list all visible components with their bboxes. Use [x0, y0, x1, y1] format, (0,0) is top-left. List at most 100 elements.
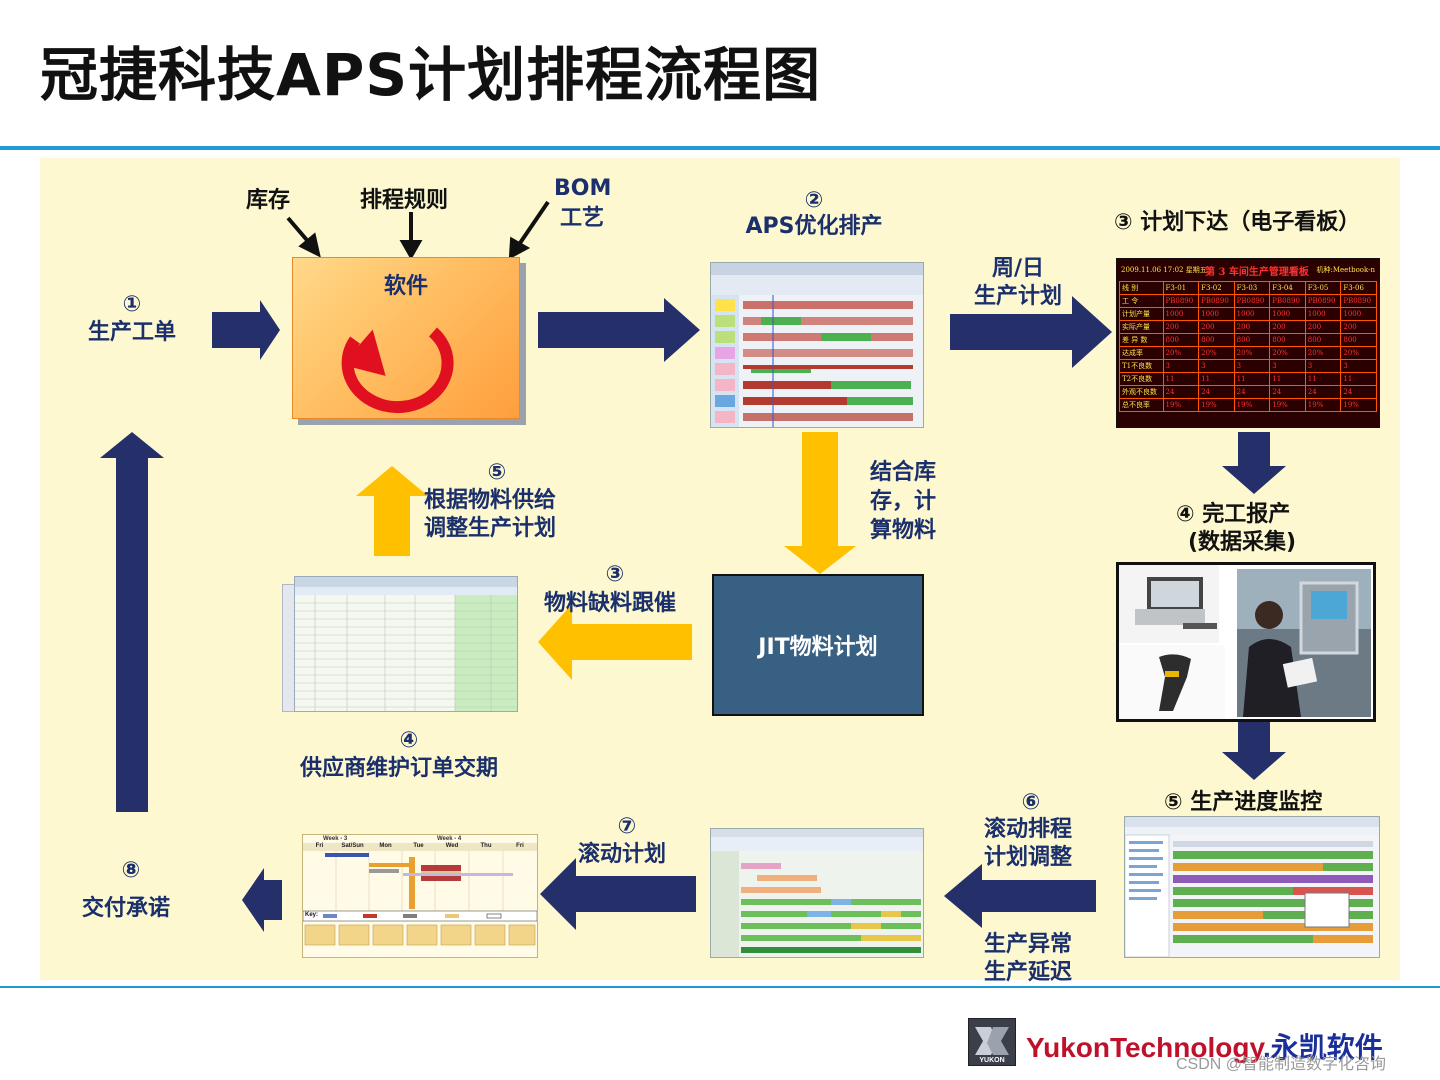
- kanban-cell: 11: [1340, 372, 1377, 386]
- supplier-sheet-screenshot: [282, 576, 518, 712]
- weekly-calendar-graphic: [303, 851, 537, 946]
- kanban-cell: 11: [1233, 372, 1271, 386]
- kanban-col: F3-03: [1233, 281, 1271, 295]
- shortage-num: ③: [605, 562, 625, 587]
- kanban-cell: 计划产量: [1119, 307, 1164, 321]
- jit-plan-box: JIT物料计划: [712, 574, 924, 716]
- day-cell: Fri: [315, 843, 324, 849]
- watermark: CSDN @智能制造数字化咨询: [1176, 1056, 1387, 1073]
- kanban-cell: 差 异 数: [1119, 333, 1164, 347]
- kanban-cell: 3: [1269, 359, 1306, 373]
- company-name-en: YukonTechnology: [1026, 1032, 1263, 1063]
- kanban-cell: 3: [1304, 359, 1342, 373]
- kanban-cell: 200: [1162, 320, 1200, 334]
- aps-num: ②: [804, 188, 824, 213]
- delivery-label: 交付承诺: [82, 896, 171, 921]
- data-collection-photos: [1116, 562, 1376, 722]
- day-header: Fri Sat/Sun Mon Tue Wed Thu Fri: [303, 843, 537, 851]
- kanban-cell: 20%: [1340, 346, 1377, 360]
- photo-graphics: [1119, 565, 1371, 719]
- kanban-cell: 200: [1198, 320, 1235, 334]
- kanban-cell: 200: [1269, 320, 1306, 334]
- kanban-cell: 1000: [1198, 307, 1235, 321]
- kanban-table: 线 别 F3-01 F3-02 F3-03 F3-04 F3-05 F3-06 …: [1119, 281, 1377, 412]
- bom-arrowhead: [508, 236, 531, 260]
- material-calc-line2: 存，计: [870, 489, 937, 514]
- kanban-cell: 外观不良数: [1119, 385, 1164, 399]
- kanban-cell: 24: [1198, 385, 1235, 399]
- day-cell: Mon: [379, 843, 392, 849]
- kanban-cell: 19%: [1162, 398, 1200, 412]
- arrow-completion-down: [1222, 722, 1286, 780]
- kanban-cell: PB0890: [1233, 294, 1271, 308]
- shortage-label: 物料缺料跟催: [544, 591, 677, 616]
- day-cell: Sat/Sun: [341, 843, 364, 849]
- worker-figure: [1243, 639, 1301, 717]
- arrow-software-to-aps: [538, 298, 700, 362]
- kanban-header-row: 线 别 F3-01 F3-02 F3-03 F3-04 F3-05 F3-06: [1119, 281, 1377, 295]
- arrow-delivery-up: [100, 432, 164, 812]
- kanban-cell: 3: [1340, 359, 1377, 373]
- kanban-title: 第 3 车间生产管理看板: [1205, 267, 1309, 278]
- rules-label: 排程规则: [360, 188, 449, 213]
- exceptions-line2: 生产延迟: [984, 960, 1073, 985]
- arrow-kanban-down: [1222, 432, 1286, 494]
- day-cell: Wed: [445, 843, 459, 849]
- bom-label: BOM: [554, 176, 612, 201]
- software-box: 软件: [292, 257, 520, 419]
- kanban-cell: 11: [1198, 372, 1235, 386]
- weekly-daily-line1: 周/日: [991, 256, 1045, 281]
- kanban-cell: T1不良数: [1119, 359, 1164, 373]
- title-divider: [0, 146, 1440, 150]
- kanban-cell: 1000: [1233, 307, 1271, 321]
- exceptions-line1: 生产异常: [984, 932, 1073, 957]
- kanban-cell: 11: [1269, 372, 1306, 386]
- kanban-cell: 20%: [1269, 346, 1306, 360]
- kanban-cell: 1000: [1162, 307, 1200, 321]
- kanban-cell: PB0890: [1162, 294, 1200, 308]
- cycle-icon: [341, 327, 454, 414]
- monitor-label: ⑤ 生产进度监控: [1164, 790, 1323, 815]
- arrow-adjust-up: [356, 466, 428, 556]
- yukon-logo-graphic: [975, 1027, 1009, 1055]
- adjust-num: ⑤: [487, 460, 507, 485]
- kanban-cell: 19%: [1198, 398, 1235, 412]
- sheet-front-page: [294, 576, 518, 712]
- kanban-col: 线 别: [1119, 281, 1164, 295]
- kanban-cell: 24: [1340, 385, 1377, 399]
- material-calc-line3: 算物料: [870, 518, 937, 543]
- kanban-cell: 总不良率: [1119, 398, 1164, 412]
- kanban-cell: 20%: [1233, 346, 1271, 360]
- inventory-arrowhead: [298, 232, 321, 258]
- yukon-logo-icon: YUKON: [968, 1018, 1016, 1066]
- completion-line2: (数据采集): [1188, 530, 1297, 555]
- kanban-datetime: 2009.11.06 17:02 星期五: [1121, 266, 1207, 274]
- kanban-col: F3-06: [1340, 281, 1377, 295]
- kanban-cell: 1000: [1340, 307, 1377, 321]
- kanban-model: 机种:Meetbook-n: [1316, 266, 1375, 274]
- company-name: YukonTechnology.永凯软件: [1026, 1026, 1383, 1066]
- kanban-cell: 19%: [1233, 398, 1271, 412]
- logo-badge-text: YUKON: [979, 1057, 1005, 1064]
- kanban-cell: PB0890: [1340, 294, 1377, 308]
- kanban-cell: 1000: [1269, 307, 1306, 321]
- kanban-cell: 达成率: [1119, 346, 1164, 360]
- week-label: Week - 4: [437, 836, 462, 842]
- kanban-cell: 20%: [1304, 346, 1342, 360]
- process-label: 工艺: [560, 206, 605, 231]
- bom-arrow: [516, 200, 550, 248]
- kanban-cell: 19%: [1340, 398, 1377, 412]
- kanban-cell: 200: [1304, 320, 1342, 334]
- kanban-cell: 24: [1162, 385, 1200, 399]
- kanban-col: F3-04: [1269, 281, 1306, 295]
- day-cell: Tue: [413, 843, 424, 849]
- kanban-cell: PB0890: [1269, 294, 1306, 308]
- supplier-label: 供应商维护订单交期: [300, 756, 499, 781]
- aps-gantt-screenshot: [710, 262, 924, 428]
- footer-divider: [0, 986, 1440, 988]
- delivery-num: ⑧: [121, 858, 141, 883]
